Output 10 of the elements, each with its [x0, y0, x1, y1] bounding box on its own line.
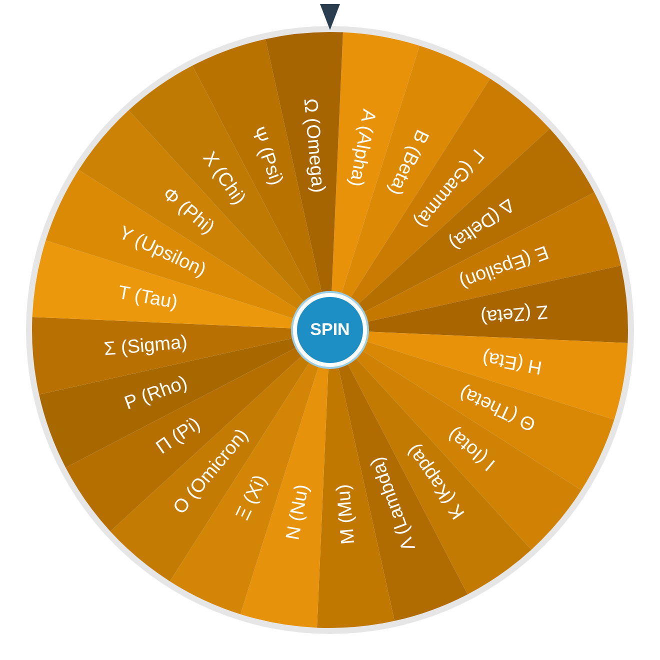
segment-label: Ψ (Psi) — [246, 124, 287, 188]
segment-label: Τ (Tau) — [116, 282, 180, 314]
segment-label: Ζ (Zeta) — [480, 300, 549, 328]
segment-label: Σ (Sigma) — [103, 332, 188, 360]
segment-label: Η (Eta) — [480, 346, 544, 378]
segment-label: Ν (Nu) — [282, 482, 314, 542]
segment-label: Ρ (Rho) — [122, 372, 190, 414]
segment-label: Α (Alpha) — [345, 108, 380, 188]
segment-label: Ω (Omega) — [299, 98, 328, 194]
segment-label: Μ (Mu) — [333, 483, 360, 546]
